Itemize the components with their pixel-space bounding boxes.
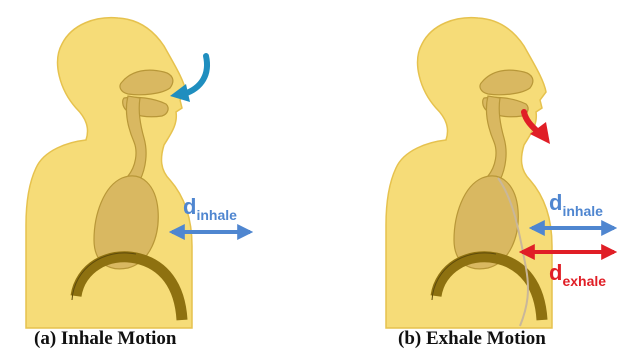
panel-b: dinhale dexhale xyxy=(386,18,614,328)
d-inhale-label-b: dinhale xyxy=(549,190,603,219)
d-exhale-label: dexhale xyxy=(549,260,606,289)
caption-exhale-motion: (b) Exhale Motion xyxy=(398,328,546,350)
d-inhale-label-a: dinhale xyxy=(183,194,237,223)
person-silhouette-a xyxy=(26,18,192,328)
inhale-air-arrow xyxy=(184,56,207,94)
caption-inhale-motion: (a) Inhale Motion xyxy=(34,328,177,350)
panel-a: dinhale xyxy=(26,18,250,328)
